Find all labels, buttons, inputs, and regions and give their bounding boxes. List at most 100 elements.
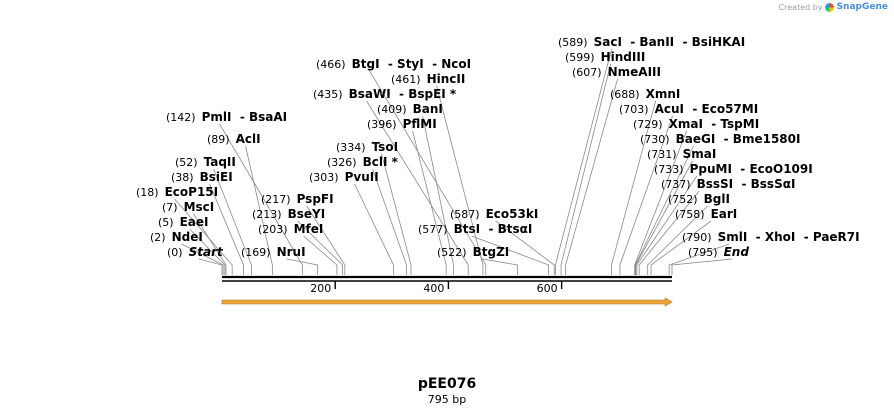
- site-label[interactable]: (737)BssSI - BssSαI: [661, 177, 795, 191]
- site-enzyme-name: PflMI: [403, 117, 437, 131]
- site-label[interactable]: (589)SacI - BanII - BsiHKAI: [558, 35, 745, 49]
- site-enzyme-name: NmeAIII: [608, 65, 661, 79]
- site-label[interactable]: (790) SmlI - XhoI - PaeR7I: [682, 230, 860, 244]
- site-connector: [565, 78, 618, 275]
- site-label[interactable]: (0)Start: [167, 245, 224, 259]
- site-label[interactable]: (729)XmaI - TspMI: [633, 117, 759, 131]
- ruler-tick-label: 200: [310, 282, 331, 295]
- site-label[interactable]: (334)TsoI: [336, 140, 398, 154]
- site-label[interactable]: (435)BsaWI - BspEI *: [313, 87, 457, 101]
- site-label[interactable]: (688)XmnI: [610, 87, 680, 101]
- site-label[interactable]: (758)EarI: [675, 207, 737, 221]
- site-label[interactable]: (522)BtgZI: [437, 245, 509, 259]
- site-connector: [193, 213, 227, 275]
- site-lines: [174, 48, 733, 275]
- site-enzyme-name: NdeI: [172, 230, 203, 244]
- plasmid-size: 795 bp: [427, 393, 467, 406]
- site-label[interactable]: (303)PvuII: [309, 170, 379, 184]
- site-position: (89): [207, 133, 230, 146]
- site-position: (790): [682, 231, 712, 244]
- site-connector: [611, 100, 656, 275]
- site-enzyme-name: PpuMI - EcoO109I: [690, 162, 813, 176]
- site-label[interactable]: (38)BsiEI: [171, 170, 233, 184]
- site-position: (752): [668, 193, 698, 206]
- site-enzyme-name: HincII: [427, 72, 466, 86]
- site-enzyme-name: BseYI: [288, 207, 326, 221]
- site-label[interactable]: (703)AcuI - Eco57MI: [619, 102, 758, 116]
- site-connector: [366, 100, 469, 275]
- site-connector: [619, 115, 673, 275]
- site-label[interactable]: (18)EcoP15I: [136, 185, 218, 199]
- site-enzyme-name: TaqII: [204, 155, 236, 169]
- site-label[interactable]: (213)BseYI: [252, 207, 325, 221]
- site-enzyme-name: AcuI - Eco57MI: [655, 102, 759, 116]
- site-label[interactable]: (461)HincII: [391, 72, 465, 86]
- site-connector: [554, 48, 612, 275]
- site-label[interactable]: (466)BtgI - StyI - NcoI: [316, 57, 471, 71]
- site-enzyme-name: HindIII: [601, 50, 646, 64]
- site-label[interactable]: (7) MscI: [162, 200, 214, 214]
- site-position: (599): [565, 51, 595, 64]
- site-enzyme-name: BglI: [704, 192, 730, 206]
- site-label[interactable]: (731) SmaI: [647, 147, 716, 161]
- brand-name: SnapGene: [836, 2, 888, 12]
- site-position: (7): [162, 201, 178, 214]
- site-label[interactable]: (142)PmlI - BsaAI: [166, 110, 287, 124]
- site-enzyme-name: NruI: [277, 245, 306, 259]
- site-label[interactable]: (577)BtsI - BtsαI: [418, 222, 532, 236]
- site-label[interactable]: (599) HindIII: [565, 50, 645, 64]
- site-label[interactable]: (169)NruI: [241, 245, 306, 259]
- site-position: (589): [558, 36, 588, 49]
- site-label[interactable]: (2) NdeI: [150, 230, 203, 244]
- site-label[interactable]: (396)PflMI: [367, 117, 437, 131]
- site-position: (577): [418, 223, 448, 236]
- site-label[interactable]: (730)BaeGI - Bme1580I: [640, 132, 800, 146]
- site-label[interactable]: (52)TaqII: [175, 155, 236, 169]
- site-label[interactable]: (326)BclI *: [327, 155, 399, 169]
- site-position: (731): [647, 148, 677, 161]
- site-position: (758): [675, 208, 705, 221]
- site-enzyme-name: XmnI: [646, 87, 681, 101]
- site-position: (2): [150, 231, 166, 244]
- site-label[interactable]: (203)MfeI: [258, 222, 323, 236]
- site-label[interactable]: (409) BanI: [377, 102, 443, 116]
- feature-arrow-shape[interactable]: [221, 297, 673, 307]
- site-label[interactable]: (752) BglI: [668, 192, 730, 206]
- site-connector: [634, 130, 687, 275]
- site-position: (38): [171, 171, 194, 184]
- site-enzyme-name: MscI: [184, 200, 215, 214]
- site-enzyme-name: End: [724, 245, 750, 259]
- site-enzyme-name: BtgZI: [473, 245, 510, 259]
- feature-arrow: [221, 297, 673, 307]
- site-position: (409): [377, 103, 407, 116]
- ruler-tick-label: 400: [423, 282, 444, 295]
- site-position: (5): [158, 216, 174, 229]
- site-connector: [219, 123, 303, 275]
- site-enzyme-name: AclI: [236, 132, 261, 146]
- site-connector: [213, 168, 252, 275]
- site-connector: [422, 115, 454, 275]
- site-connector: [354, 183, 394, 275]
- site-enzyme-name: BssSI - BssSαI: [697, 177, 796, 191]
- site-labels: (0)Start(2) NdeI(5)EaeI(7) MscI(18)EcoP15I…: [136, 35, 860, 259]
- site-enzyme-name: XmaI - TspMI: [669, 117, 760, 131]
- site-label[interactable]: (587)Eco53kI: [450, 207, 538, 221]
- site-position: (303): [309, 171, 339, 184]
- site-connector: [174, 198, 233, 275]
- site-enzyme-name: SmlI - XhoI - PaeR7I: [718, 230, 860, 244]
- site-label[interactable]: (733)PpuMI - EcoO109I: [654, 162, 813, 176]
- site-label[interactable]: (89) AclI: [207, 132, 261, 146]
- site-connector: [372, 168, 407, 275]
- brand-prefix: Created by: [778, 2, 823, 12]
- site-label[interactable]: (5)EaeI: [158, 215, 209, 229]
- site-connector: [482, 258, 518, 275]
- site-connector: [671, 258, 733, 275]
- site-label[interactable]: (795)End: [688, 245, 749, 259]
- site-enzyme-name: BanI: [413, 102, 443, 116]
- site-label[interactable]: (217)PspFI: [261, 192, 334, 206]
- site-position: (435): [313, 88, 343, 101]
- site-enzyme-name: SmaI: [683, 147, 717, 161]
- site-connector: [381, 153, 412, 275]
- site-label[interactable]: (607)NmeAIII: [572, 65, 661, 79]
